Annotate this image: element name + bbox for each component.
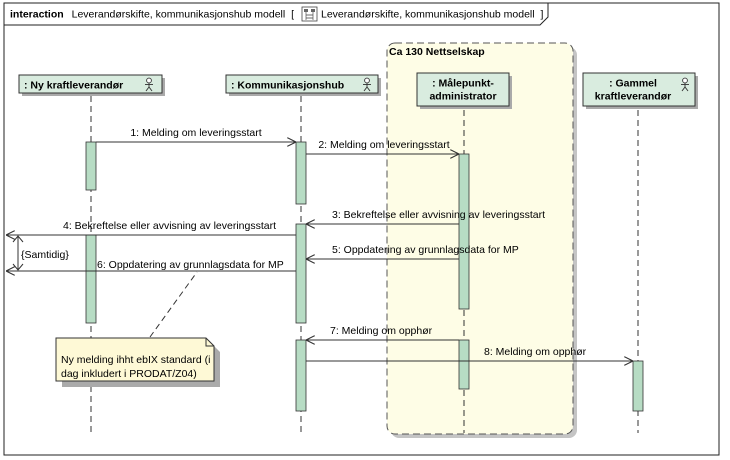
activation-hub-1	[295, 141, 307, 205]
message-2-label: 2: Melding om leveringsstart	[318, 139, 449, 151]
svg-text:interaction Leverandørskif: interaction Leverandørskifte, kommunikas…	[10, 9, 294, 21]
lifeline-gammel-label-1: : Gammel	[609, 78, 657, 90]
duration-constraint: {Samtidig}	[12, 235, 69, 271]
message-7: 7: Melding om opphør	[306, 325, 459, 340]
message-6: 6: Oppdatering av grunnlagsdata for MP	[6, 259, 296, 271]
message-3-label: 3: Bekreftelse eller avvisning av leveri…	[332, 209, 545, 221]
activation-hub-3	[295, 339, 307, 412]
activation-hub-2	[295, 223, 307, 324]
lifeline-gammel-label-2: kraftleverandør	[595, 91, 671, 103]
lifeline-malepunktadministrator: : Målepunkt- administrator	[416, 72, 512, 109]
frame-ref-name: Leverandørskifte, kommunikasjonshub mode…	[321, 9, 535, 21]
message-5-label: 5: Oppdatering av grunnlagsdata for MP	[332, 244, 519, 256]
constraint-label: {Samtidig}	[21, 249, 69, 261]
frame-title-tab	[3, 2, 549, 26]
message-3: 3: Bekreftelse eller avvisning av leveri…	[306, 209, 545, 224]
activation-gammel-1	[632, 360, 644, 412]
note: Ny melding ihht ebIX standard (i dag ink…	[55, 337, 220, 387]
lifeline-mpa-label-2: administrator	[429, 91, 496, 103]
lifeline-kommunikasjonshub: : Kommunikasjonshub	[225, 74, 381, 96]
lifeline-mpa-label-1: : Målepunkt-	[432, 78, 494, 90]
group-box	[386, 42, 574, 435]
actor-icon	[363, 77, 371, 92]
actor-icon	[145, 77, 153, 92]
note-anchor	[149, 271, 198, 338]
lifeline-ny-kraftleverandor: : Ny kraftleverandør	[18, 74, 165, 96]
note-line-2: dag inkludert i PRODAT/Z04)	[61, 368, 197, 380]
frame-keyword: interaction	[10, 9, 64, 21]
note-line-1: Ny melding ihht ebIX standard (i	[61, 354, 210, 366]
message-1-label: 1: Melding om leveringsstart	[130, 127, 261, 139]
activation-ny-2	[85, 234, 97, 324]
activation-mpa-2	[458, 339, 470, 390]
message-8: 8: Melding om opphør	[306, 346, 633, 361]
activation-mpa-1	[458, 153, 470, 310]
diagram-icon	[301, 6, 318, 22]
frame-ref-close: ]	[541, 9, 544, 21]
message-5: 5: Oppdatering av grunnlagsdata for MP	[306, 244, 519, 259]
message-7-label: 7: Melding om opphør	[330, 325, 433, 337]
svg-text:Leverandørskifte, kommunikasjo: Leverandørskifte, kommunikasjonshub mode…	[321, 9, 544, 21]
lifeline-gammel-kraftleverandor: : Gammel kraftleverandør	[582, 72, 698, 109]
actor-icon	[681, 77, 689, 92]
group-title: Ca 130 Nettselskap	[389, 46, 485, 58]
activation-ny-1	[85, 141, 97, 191]
message-2: 2: Melding om leveringsstart	[306, 139, 459, 154]
lifeline-ny-label: : Ny kraftleverandør	[24, 80, 123, 92]
message-4: 4: Bekreftelse eller avvisning av leveri…	[6, 220, 296, 235]
message-6-label: 6: Oppdatering av grunnlagsdata for MP	[97, 259, 284, 271]
message-8-label: 8: Melding om opphør	[484, 346, 587, 358]
message-1: 1: Melding om leveringsstart	[96, 127, 296, 142]
frame-ref-open: [	[291, 9, 294, 21]
frame-name: Leverandørskifte, kommunikasjonshub mode…	[72, 9, 286, 21]
message-4-label: 4: Bekreftelse eller avvisning av leveri…	[63, 220, 276, 232]
lifeline-hub-label: : Kommunikasjonshub	[231, 80, 344, 92]
